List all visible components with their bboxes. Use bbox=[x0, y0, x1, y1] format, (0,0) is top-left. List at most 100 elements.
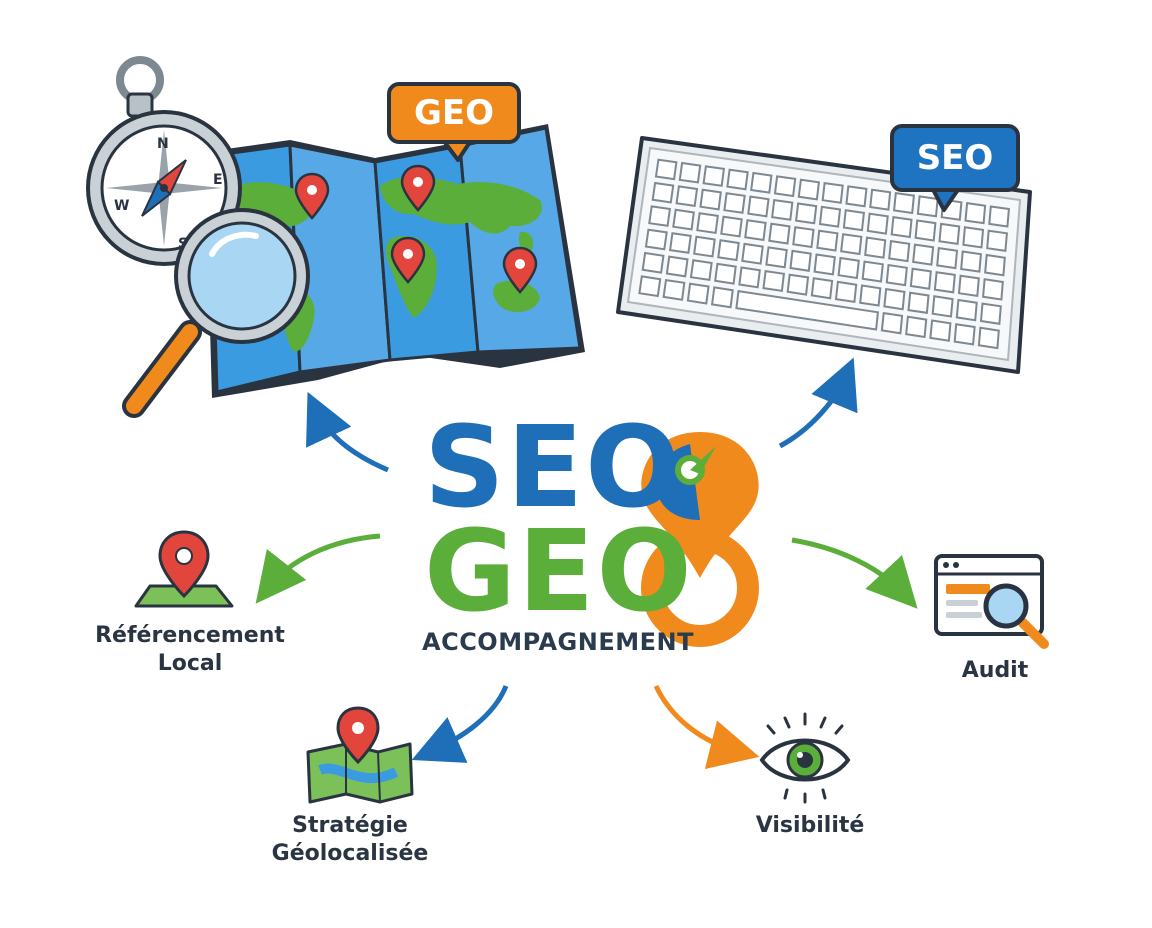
arrow-to-visibility bbox=[653, 684, 760, 769]
keyboard-key bbox=[982, 278, 1004, 301]
keyboard-key bbox=[813, 253, 836, 276]
keyboard-key bbox=[912, 243, 935, 266]
location-pin-icon bbox=[400, 164, 436, 212]
compass-east: E bbox=[213, 172, 223, 188]
keyboard-key bbox=[964, 201, 987, 225]
node-label-visibility: Visibilité bbox=[755, 813, 865, 838]
keyboard-key bbox=[710, 286, 734, 309]
keyboard-key bbox=[955, 298, 978, 322]
location-pin-icon bbox=[502, 246, 538, 294]
keyboard-key bbox=[665, 255, 689, 278]
keyboard-key bbox=[890, 215, 913, 239]
keyboard-key bbox=[880, 311, 904, 335]
keyboard-key bbox=[933, 271, 956, 294]
keyboard-key bbox=[861, 260, 884, 283]
keyboard-key bbox=[720, 215, 743, 238]
seo-tag-bubble: SEO bbox=[890, 124, 1020, 192]
keyboard-key bbox=[840, 233, 863, 256]
keyboard-key bbox=[768, 222, 791, 245]
keyboard-key bbox=[931, 295, 954, 318]
keyboard-key bbox=[845, 185, 868, 208]
keyboard-key bbox=[693, 235, 716, 258]
keyboard-key bbox=[750, 171, 773, 194]
geolocated-map-icon bbox=[306, 706, 414, 804]
keyboard-key bbox=[641, 251, 665, 274]
compass-north: N bbox=[157, 136, 169, 152]
keyboard-key bbox=[960, 250, 982, 273]
keyboard-key bbox=[714, 262, 737, 285]
keyboard-key bbox=[818, 205, 842, 228]
keyboard-key bbox=[864, 236, 887, 259]
location-pin-icon bbox=[390, 236, 426, 284]
keyboard-key bbox=[792, 226, 815, 249]
keyboard-key bbox=[916, 195, 939, 218]
arrow-to-map bbox=[306, 391, 389, 473]
keyboard-key bbox=[821, 181, 844, 204]
keyboard-key bbox=[762, 269, 786, 293]
keyboard-key bbox=[883, 287, 906, 311]
keyboard-key bbox=[786, 273, 810, 296]
compass-west: W bbox=[114, 198, 129, 214]
keyboard-key bbox=[907, 291, 930, 314]
browser-audit-icon bbox=[934, 554, 1049, 649]
keyboard-key bbox=[686, 282, 710, 305]
keyboard-key bbox=[866, 212, 889, 235]
keyboard-key bbox=[651, 181, 675, 204]
geo-tag-bubble: GEO bbox=[387, 82, 521, 144]
keyboard-key bbox=[888, 239, 911, 263]
keyboard-key bbox=[962, 226, 985, 249]
keyboard-key bbox=[834, 280, 858, 304]
keyboard-key bbox=[747, 195, 770, 218]
keyboard-key bbox=[735, 289, 879, 331]
keyboard-key bbox=[717, 239, 740, 262]
node-label-audit: Audit bbox=[961, 658, 1029, 683]
center-location-pin bbox=[641, 432, 759, 647]
keyboard-key bbox=[984, 253, 1006, 277]
arrow-to-local bbox=[255, 533, 381, 604]
location-pin-icon bbox=[294, 172, 330, 220]
keyboard-key bbox=[979, 302, 1002, 325]
keyboard-key bbox=[696, 212, 719, 235]
keyboard-key bbox=[773, 175, 797, 198]
node-label-strategy: Stratégie Géolocalisée bbox=[271, 813, 429, 866]
keyboard-key bbox=[726, 168, 749, 191]
center-title-seo: SEO bbox=[424, 403, 683, 533]
keyboard-key bbox=[909, 267, 932, 290]
keyboard-key bbox=[869, 188, 892, 211]
keyboard-key bbox=[797, 178, 821, 201]
keyboard-key bbox=[837, 256, 860, 280]
keyboard-key bbox=[957, 274, 980, 298]
keyboard-key bbox=[893, 191, 915, 215]
node-label-local: Référencement Local bbox=[95, 623, 285, 676]
keyboard-key bbox=[914, 219, 937, 242]
keyboard-key bbox=[794, 202, 818, 225]
keyboard-icon bbox=[616, 136, 1032, 374]
keyboard-key bbox=[662, 278, 686, 301]
keyboard-key bbox=[744, 219, 767, 242]
keyboard-key bbox=[672, 208, 695, 231]
keyboard-key bbox=[765, 246, 788, 269]
keyboard-key bbox=[936, 246, 959, 270]
center-subtitle: ACCOMPAGNEMENT bbox=[422, 628, 694, 656]
keyboard-key bbox=[738, 266, 761, 289]
keyboard-key bbox=[905, 315, 928, 339]
keyboard-key bbox=[929, 319, 952, 342]
keyboard-key bbox=[668, 232, 692, 254]
keyboard-key bbox=[689, 259, 713, 282]
keyboard-key bbox=[638, 275, 662, 298]
keyboard-key bbox=[986, 229, 1008, 252]
keyboard-key bbox=[644, 228, 668, 251]
keyboard-key bbox=[771, 198, 794, 221]
center-title-geo: GEO bbox=[424, 507, 694, 637]
keyboard-key bbox=[810, 277, 834, 300]
keyboard-key bbox=[741, 242, 764, 265]
keyboard-key bbox=[953, 323, 976, 346]
arrow-to-audit bbox=[791, 537, 918, 609]
keyboard-key bbox=[648, 205, 672, 227]
keyboard-key bbox=[654, 158, 678, 181]
keyboard-key bbox=[885, 263, 908, 287]
keyboard-key bbox=[789, 249, 812, 272]
eye-icon bbox=[759, 712, 851, 804]
keyboard-key bbox=[938, 222, 961, 246]
arrow-to-strategy bbox=[411, 685, 509, 763]
